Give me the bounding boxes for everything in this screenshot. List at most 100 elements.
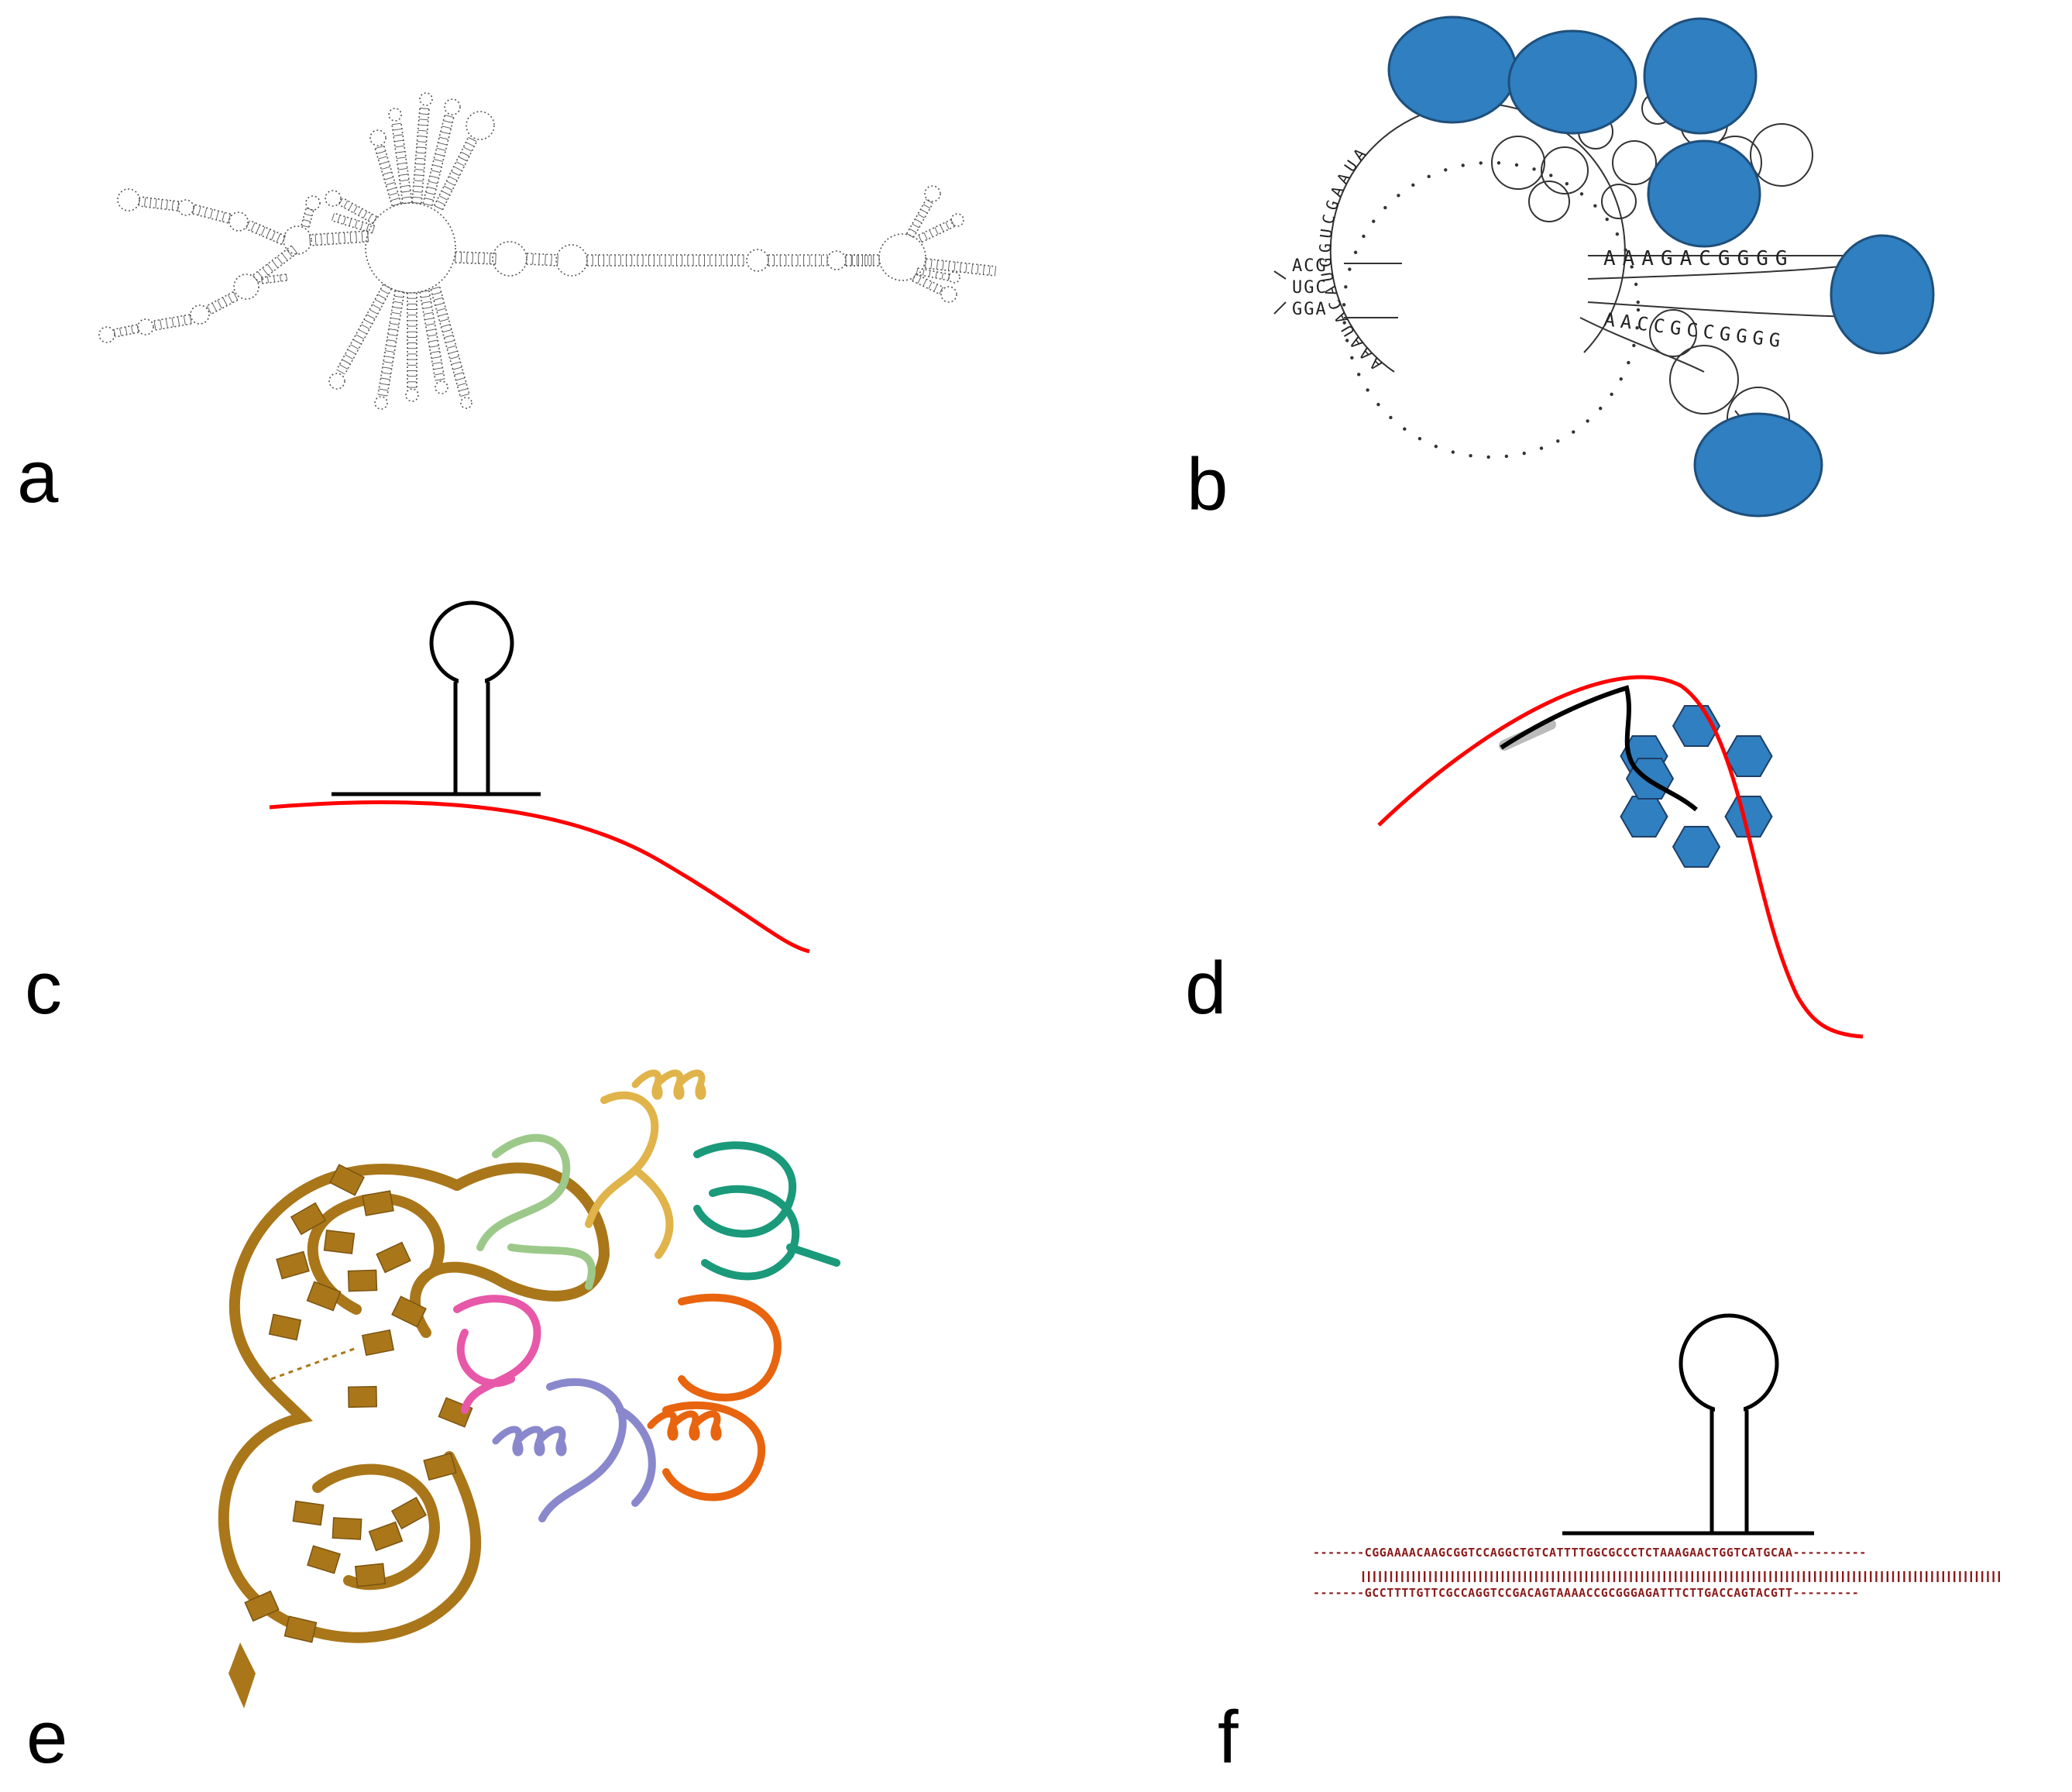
loop-base-dot [1353, 250, 1358, 254]
loop-base-dot [1451, 450, 1455, 454]
panel-label-e: e [26, 1696, 68, 1779]
loop-base-dot [1630, 265, 1634, 269]
small-loop-3 [1612, 140, 1657, 185]
duplex-top-strand: -------CGGAAAACAAGCGGTCCAGGCTGTCATTTTGGC… [1313, 1546, 1867, 1560]
nucleotide-block [368, 1521, 404, 1552]
strand-mid-sequence: AACCGCCGGGG [1603, 308, 1787, 353]
loop-base-dot [1514, 163, 1519, 167]
nucleotide-block [390, 1496, 428, 1530]
nucleotide-block [268, 1313, 302, 1341]
loop-base-dot [1486, 455, 1490, 459]
loop-base-dot [1636, 300, 1640, 304]
hexamer-curve-diagram [1377, 675, 1864, 1039]
c-red-curve [269, 800, 810, 954]
loop-base-dot [1522, 451, 1526, 456]
hairpin-duplex-diagram [1362, 1313, 2000, 1582]
loop-base-dot [1572, 430, 1575, 434]
loop-base-dot [1634, 282, 1638, 287]
loop-base-dot [1403, 427, 1407, 431]
panel-e-ribbon-structure [201, 1054, 914, 1712]
base-pair-ticks [1362, 1571, 2000, 1582]
loop-base-dot [1362, 234, 1366, 239]
rna-structure-diagram [98, 92, 997, 410]
small-loop-0 [1491, 136, 1545, 190]
interior-loop-text: AAAUACAUGGUCGAAUA [1316, 141, 1381, 374]
loop-base-dot [1397, 194, 1400, 198]
loop-base-dot [1427, 174, 1431, 179]
loop-base-dot [1357, 373, 1361, 377]
panel-label-c: c [25, 947, 62, 1030]
loop-base-dot [1586, 419, 1589, 423]
small-loop-13 [1649, 309, 1697, 357]
d-black-strand [1500, 685, 1698, 812]
protein-ellipse-2 [1507, 29, 1637, 135]
panel-a-rna-secondary-structure [62, 77, 1022, 442]
nucleotide-block [423, 1452, 457, 1481]
loop-base-dot [1342, 303, 1346, 307]
bound-proteins [1387, 15, 1935, 518]
protein-ellipse-5 [1830, 234, 1935, 355]
loop-base-dot [1372, 219, 1376, 223]
left-stem-backbone [1273, 263, 1402, 318]
loop-base-dot [1636, 308, 1641, 312]
small-loop-11 [1669, 345, 1739, 414]
nucleotide-block [362, 1190, 394, 1216]
loop-base-dot [1619, 377, 1623, 381]
nucleotide-block [361, 1329, 395, 1357]
panel-d-hexamer-unwinding [1363, 651, 1890, 1054]
rna-protein-binding-diagram: AAAGACGGGG AACCGCCGGGG ACG UGC GGA AAAUA… [1273, 15, 1935, 518]
nucleotide-block [354, 1563, 387, 1587]
left-stem-row-3: GGA [1292, 300, 1328, 319]
loop-base-dot [1366, 388, 1369, 392]
loop-base-dot [1444, 168, 1448, 172]
nucleotide-block [347, 1269, 378, 1292]
loop-base-dot [1635, 325, 1639, 330]
nucleotide-block [276, 1250, 310, 1280]
loop-base-dot [1383, 205, 1387, 210]
loop-base-dot [1469, 453, 1472, 458]
strand-top-sequence: AAAGACGGGG [1603, 247, 1795, 270]
nucleotide-block [244, 1590, 280, 1622]
small-loop-7 [1750, 123, 1813, 187]
panel-label-d: d [1185, 947, 1227, 1030]
loop-base-dot [1345, 339, 1349, 342]
hexamer-subunit-3 [1724, 796, 1773, 838]
small-loop-1 [1541, 146, 1589, 194]
loop-base-dot [1434, 444, 1438, 449]
protein-ellipse-1 [1387, 15, 1517, 124]
rna-helices [98, 92, 997, 410]
loop-base-dot [1624, 248, 1627, 252]
loop-base-dot [1417, 436, 1422, 441]
loop-base-dot [1342, 321, 1346, 325]
loop-base-dot [1344, 285, 1348, 289]
panel-label-b: b [1187, 443, 1228, 526]
loop-base-dot [1496, 161, 1501, 165]
panel-c-hairpin-on-curve [256, 597, 844, 968]
protein-ellipse-6 [1693, 412, 1823, 518]
nucleotide-block [307, 1545, 341, 1574]
dashed-gap [270, 1347, 357, 1381]
loop-base-dot [1504, 454, 1509, 459]
f-hairpin-loop [1679, 1313, 1779, 1414]
protein-ellipse-4 [1647, 139, 1761, 248]
nucleotide-block [348, 1385, 377, 1408]
small-loop-9 [1601, 184, 1637, 219]
loop-base-dot [1350, 356, 1354, 360]
chain-teal [693, 1141, 840, 1281]
nucleotide-blocks [244, 1164, 473, 1643]
loop-base-dot [1632, 343, 1636, 348]
loop-base-dot [1593, 204, 1597, 208]
loop-base-dot [1532, 167, 1536, 171]
loop-base-dot [1627, 360, 1630, 365]
interior-loop-backbone [1329, 102, 1626, 373]
loop-base-dot [1549, 174, 1553, 177]
nucleotide-block [332, 1517, 363, 1540]
hairpin-loop [429, 600, 514, 686]
chain-orange [647, 1293, 782, 1501]
loop-base-dot [1615, 232, 1620, 236]
loop-base-dot [1539, 446, 1544, 450]
rna-backbone-ribbon [218, 1162, 610, 1643]
nucleotide-block [391, 1295, 427, 1328]
loop-base-dot [1579, 192, 1584, 196]
nucleotide-block [290, 1202, 327, 1236]
